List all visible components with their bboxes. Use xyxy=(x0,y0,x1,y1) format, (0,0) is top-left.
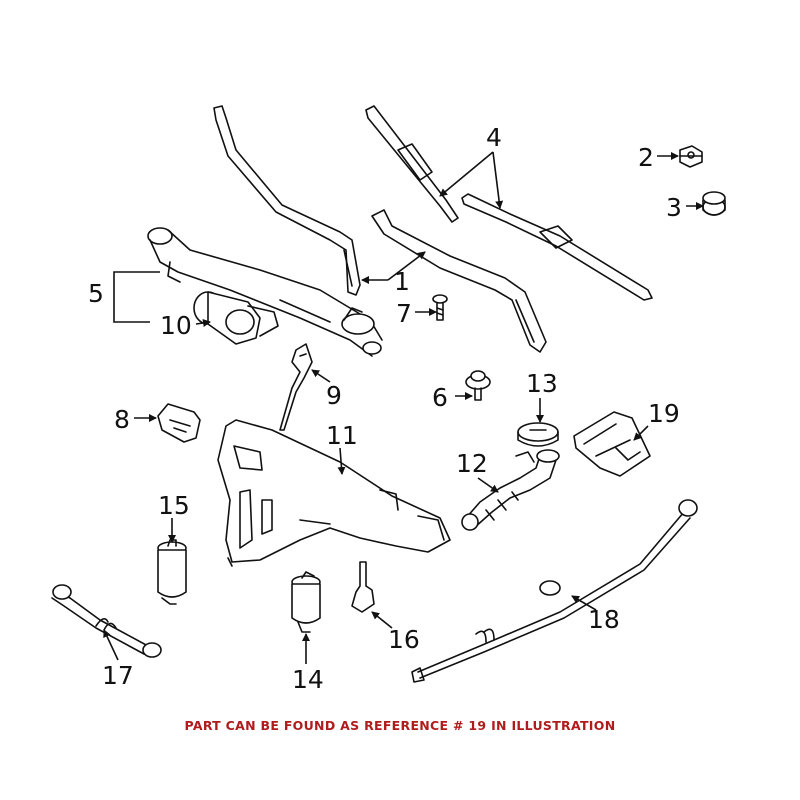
wiper-arm-right xyxy=(371,209,547,353)
wiper-blade-upper xyxy=(365,105,459,223)
callout-15: 15 xyxy=(158,491,190,520)
level-sensor xyxy=(351,561,375,613)
callout-9: 9 xyxy=(326,381,342,410)
pump-bracket xyxy=(157,403,201,443)
callout-13: 13 xyxy=(526,369,558,398)
callout-16: 16 xyxy=(388,625,420,654)
callout-17: 17 xyxy=(102,661,134,690)
callout-5: 5 xyxy=(88,279,104,308)
washer-pump-left xyxy=(157,539,187,605)
callout-18: 18 xyxy=(588,605,620,634)
callout-11: 11 xyxy=(326,421,358,450)
wiper-blade-lower xyxy=(461,193,653,301)
cap xyxy=(702,191,726,216)
filler-neck-hose xyxy=(461,449,560,531)
callout-12: 12 xyxy=(456,449,488,478)
wiper-linkage xyxy=(147,227,383,357)
screw xyxy=(465,370,491,401)
washer-reservoir xyxy=(217,419,451,567)
filler-cap xyxy=(517,422,559,447)
callout-19: 19 xyxy=(648,399,680,428)
wiper-arm-left xyxy=(213,105,361,296)
callout-3: 3 xyxy=(666,193,682,222)
reference-footnote: PART CAN BE FOUND AS REFERENCE # 19 IN I… xyxy=(184,718,616,733)
callout-10: 10 xyxy=(160,311,192,340)
callout-2: 2 xyxy=(638,143,654,172)
callout-4: 4 xyxy=(486,123,502,152)
wiper-motor xyxy=(193,291,279,345)
callout-8: 8 xyxy=(114,405,130,434)
washer-hose-right xyxy=(411,499,698,683)
callout-1: 1 xyxy=(394,267,410,296)
callout-6: 6 xyxy=(432,383,448,412)
washer-hose-left xyxy=(51,584,162,658)
nut xyxy=(679,145,703,168)
callout-14: 14 xyxy=(292,665,324,694)
callout-numbers: 1 2 3 4 5 6 7 8 9 10 11 12 13 14 15 16 1… xyxy=(88,123,682,694)
callout-leaders xyxy=(103,151,704,664)
bolt xyxy=(432,294,448,321)
sensor-bracket xyxy=(573,411,651,477)
bracket xyxy=(279,343,313,431)
callout-7: 7 xyxy=(396,299,412,328)
washer-pump-right xyxy=(291,571,321,633)
